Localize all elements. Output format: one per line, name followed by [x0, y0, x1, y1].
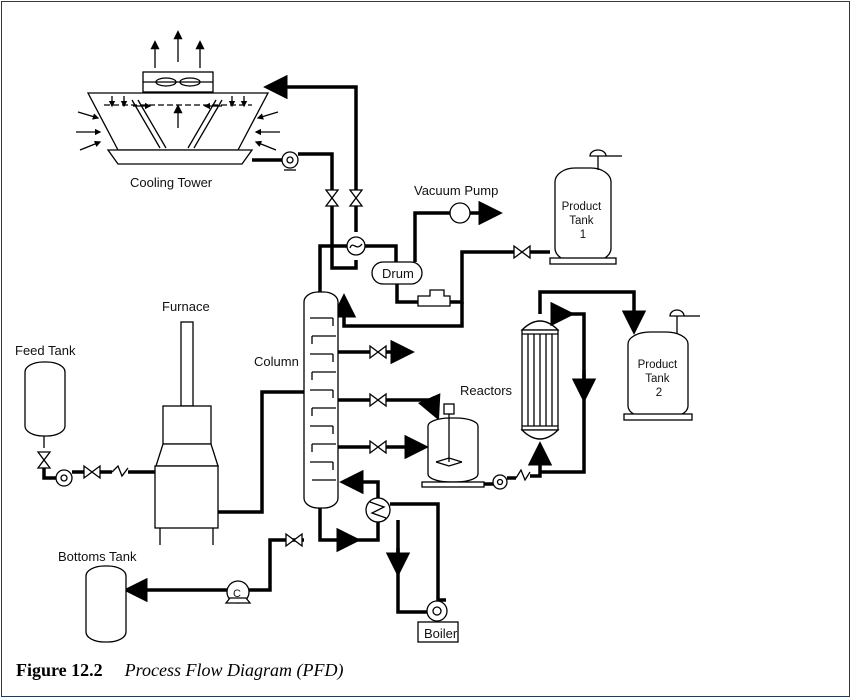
check-valve-reactor: [515, 468, 531, 482]
reactor-pump: [492, 474, 508, 490]
bottoms-pump-letter: C: [233, 588, 241, 600]
boiler: [417, 600, 459, 643]
figure-title: Process Flow Diagram (PFD): [124, 660, 344, 680]
valve-feed-line: [83, 464, 101, 480]
vacuum-pump-label: Vacuum Pump: [414, 183, 498, 198]
cooling-tower-label: Cooling Tower: [130, 175, 213, 190]
valve-side-draw-1: [369, 344, 387, 360]
valve-cw-return: [348, 189, 364, 207]
valve-bottoms: [285, 532, 303, 548]
bottoms-tank-label: Bottoms Tank: [58, 549, 137, 564]
product-tank-2: [623, 309, 700, 421]
check-valve-feed: [111, 464, 129, 478]
feed-tank: [24, 361, 66, 448]
drum-label: Drum: [382, 266, 414, 281]
feed-pump: [55, 469, 73, 487]
boiler-label: Boiler: [424, 626, 458, 641]
product-tank-2-label: Product Tank 2: [638, 359, 681, 399]
feed-tank-label: Feed Tank: [15, 343, 76, 358]
overhead-condenser: [346, 236, 366, 256]
valve-product-1: [513, 244, 531, 260]
bottoms-tank: [85, 565, 127, 643]
furnace-label: Furnace: [162, 299, 210, 314]
valve-side-draw-3: [369, 439, 387, 455]
tubular-reactor: [520, 320, 560, 440]
cooling-tower: [76, 30, 280, 165]
vacuum-pump: [449, 202, 471, 224]
figure-caption: Figure 12.2 Process Flow Diagram (PFD): [16, 660, 343, 681]
cooling-water-pump: [281, 151, 299, 171]
valve-side-draw-2: [369, 392, 387, 408]
stirred-reactor: [421, 403, 485, 488]
column-label: Column: [254, 354, 299, 369]
valve-feed-tank: [36, 451, 52, 469]
valve-cw-supply: [324, 189, 340, 207]
bottoms-pump: [224, 580, 252, 604]
furnace: [154, 321, 219, 545]
reboiler: [365, 497, 391, 523]
reflux-pump: [417, 289, 451, 307]
product-tank-1: [549, 149, 622, 265]
product-tank-1-label: Product Tank 1: [562, 201, 605, 241]
figure-number: Figure 12.2: [16, 660, 103, 680]
distillation-column: [303, 291, 339, 509]
reactors-label: Reactors: [460, 383, 513, 398]
